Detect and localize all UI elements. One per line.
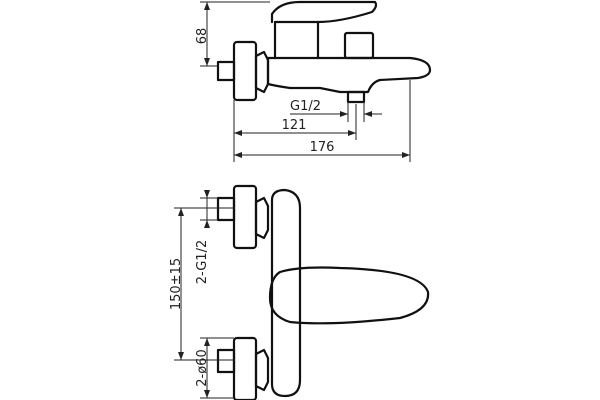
side-view: [216, 0, 432, 104]
dim-spout-reach: 121: [233, 100, 357, 162]
dim-flange-diameter: 2-ø60: [195, 337, 234, 399]
front-top-hex-nut: [254, 196, 270, 240]
front-top-flange: [232, 184, 258, 250]
side-lever: [270, 0, 378, 24]
dim-overall-depth-label: 176: [310, 140, 335, 155]
dim-height: 68: [195, 1, 270, 67]
dim-inlet-thread: 2-G1/2: [195, 190, 218, 284]
dim-overall-depth: 176: [234, 80, 411, 162]
dim-spout-reach-label: 121: [282, 118, 307, 133]
side-handle-stem: [273, 20, 320, 60]
front-bottom-hex-nut: [254, 348, 270, 392]
dim-outlet-thread-label: G1/2: [290, 99, 321, 114]
dim-height-label: 68: [195, 28, 210, 45]
side-inlet-nut: [216, 60, 236, 82]
front-bottom-inlet-nut: [216, 348, 236, 374]
dim-inlet-thread-label: 2-G1/2: [195, 240, 210, 284]
front-view: [216, 184, 430, 400]
dim-flange-diameter-label: 2-ø60: [195, 349, 210, 386]
side-diverter-knob: [343, 31, 375, 60]
side-hex-nut: [254, 50, 270, 94]
dim-center-distance-label: 150±15: [169, 258, 184, 310]
front-top-inlet-nut: [216, 196, 236, 222]
front-body: [270, 188, 302, 398]
dim-outlet-thread: G1/2: [290, 99, 382, 122]
side-flange: [232, 40, 258, 102]
front-bottom-flange: [232, 336, 258, 400]
dim-center-distance: 150±15: [169, 207, 234, 361]
side-body-spout: [266, 56, 432, 94]
front-handle: [268, 266, 430, 325]
side-outlet-nozzle: [346, 90, 366, 104]
